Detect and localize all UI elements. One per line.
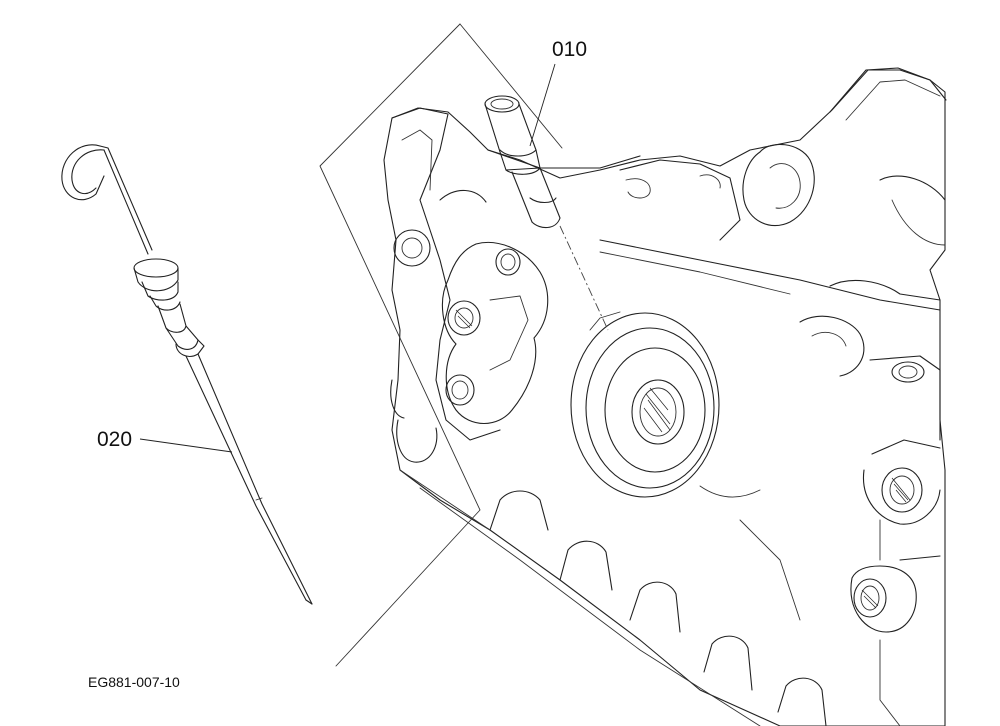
leader-line-020 [139, 438, 233, 453]
oil-level-gauge-dipstick [61, 144, 313, 605]
engine-block-casting [383, 67, 947, 726]
leader-line-010 [529, 63, 556, 147]
part-callout-010: 010 [552, 38, 587, 61]
figure-code: EG881-007-10 [88, 674, 180, 690]
explosion-frame-outline [319, 23, 481, 667]
part-callout-020: 020 [97, 428, 132, 451]
oil-gauge-guide-tube [484, 95, 609, 331]
